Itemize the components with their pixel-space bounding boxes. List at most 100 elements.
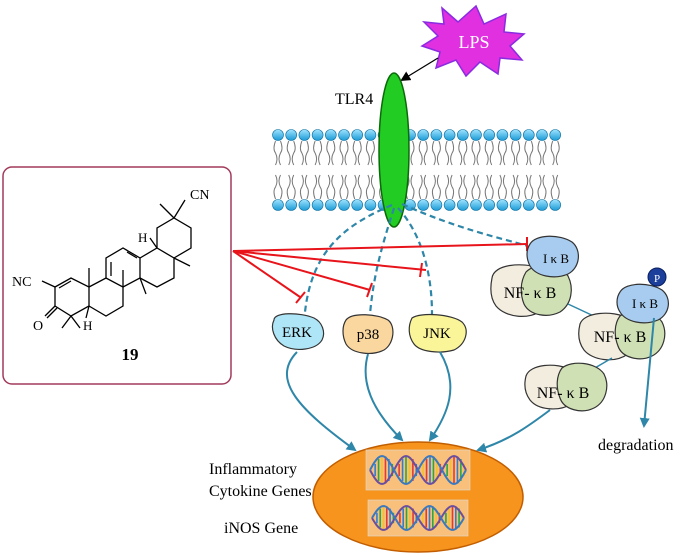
lipid-head	[285, 199, 298, 211]
lipid-tail	[313, 174, 318, 200]
p38-shape	[342, 314, 394, 354]
lipid-tail	[537, 174, 542, 200]
signal-to-erk	[303, 203, 393, 313]
lipid-tail	[299, 174, 304, 200]
lipid-tail	[476, 140, 481, 166]
dna-helix-cytokine	[365, 449, 471, 491]
lipid-tail	[344, 140, 349, 166]
lipid-tail	[418, 140, 423, 166]
lipid-tail	[524, 174, 529, 200]
lipid-head	[285, 129, 298, 141]
lipid-head	[272, 199, 284, 211]
jnk-to-nucleus-arrow	[428, 351, 452, 442]
lipid-tail	[357, 174, 362, 200]
lipid-tail	[273, 140, 278, 166]
inhibit-ikb	[232, 243, 528, 252]
inhibit-erk	[232, 250, 301, 298]
kinase-erk: ERK	[271, 313, 325, 350]
lps-label: LPS	[458, 32, 489, 52]
lipid-head	[351, 129, 364, 141]
lipid-head	[509, 199, 522, 211]
lipid-head	[298, 129, 311, 141]
nfkb-to-nucleus-arrow	[476, 409, 551, 453]
lipid-head	[311, 199, 324, 211]
lipid-tail	[436, 174, 441, 200]
nucleus	[312, 441, 524, 553]
lipid-tail	[463, 174, 468, 200]
lipid-tail	[299, 140, 304, 166]
phosphate-label: P	[654, 273, 660, 285]
lipid-tail	[489, 174, 494, 200]
lipid-tail	[511, 140, 516, 166]
gene-label-line2: Cytokine Genes	[209, 483, 312, 500]
lipid-tail	[502, 140, 507, 166]
lipid-tail	[423, 140, 428, 166]
lipid-head	[483, 199, 496, 211]
lipid-tail	[550, 174, 555, 200]
lipid-tail	[370, 140, 375, 166]
nfkb-2-label: NF- κ B	[594, 329, 647, 346]
lipid-tail	[291, 140, 296, 166]
lipid-tail	[326, 140, 331, 166]
lipid-head	[496, 199, 509, 211]
compound-hydrogen-lower: H	[83, 318, 92, 333]
lipid-tail	[497, 140, 502, 166]
inos-label: iNOS Gene	[224, 520, 298, 537]
lipid-tail	[339, 174, 344, 200]
lipid-tail	[431, 174, 436, 200]
lipid-tail	[352, 174, 357, 200]
lipid-tail	[529, 174, 534, 200]
lps-stimulus: LPS	[420, 4, 526, 78]
compound-nitrile-top: CN	[190, 188, 209, 203]
lipid-head	[443, 129, 456, 141]
lipid-tail	[471, 174, 476, 200]
jnk-shape	[408, 313, 467, 353]
inhibit-erk-bar	[295, 291, 306, 304]
jnk-label: JNK	[423, 326, 451, 342]
lipid-head	[536, 129, 548, 141]
lipid-tail	[278, 174, 283, 200]
erk-label: ERK	[282, 325, 312, 341]
cell-membrane	[272, 129, 562, 211]
inhibit-p38-bar	[366, 282, 373, 298]
lipid-tail	[463, 140, 468, 166]
compound-nitrile-left: NC	[12, 275, 31, 290]
lps-starburst-shape	[420, 4, 526, 78]
lipid-head	[470, 199, 482, 211]
kinase-p38: p38	[342, 314, 394, 354]
lipid-tail	[313, 140, 318, 166]
lipid-tail	[489, 140, 494, 166]
lps-to-tlr4-arrow	[400, 57, 439, 82]
dna-backbone	[371, 505, 465, 531]
degradation-arrow	[639, 317, 655, 428]
inhibition-lines	[232, 237, 528, 304]
tlr4-receptor	[378, 72, 410, 228]
lipid-tail	[278, 140, 283, 166]
lipid-tail	[286, 174, 291, 200]
lipid-tail	[304, 174, 309, 200]
lipid-tail	[365, 140, 370, 166]
lipid-tail	[370, 174, 375, 200]
lipid-head	[470, 129, 482, 141]
lipid-tail	[418, 174, 423, 200]
lipid-head	[338, 129, 350, 141]
lipid-tail	[542, 174, 547, 200]
lipid-head	[351, 199, 364, 211]
compound-panel: CN NC O H H 19	[2, 166, 232, 385]
lipid-tail	[484, 140, 489, 166]
ikb-2-label: I κ B	[632, 296, 658, 311]
lipid-head	[522, 199, 535, 211]
nfkb-free: NF- κ B	[524, 362, 608, 412]
lipid-tail	[273, 174, 278, 200]
lipid-head	[483, 129, 496, 141]
lipid-tail	[555, 174, 560, 200]
degradation-label: degradation	[598, 437, 674, 454]
lipid-tail	[423, 174, 428, 200]
nfkb-complex-2: NF- κ B I κ B P	[578, 267, 669, 361]
lipid-tail	[555, 140, 560, 166]
dna-helix-inos	[367, 499, 469, 537]
lipid-tail	[537, 140, 542, 166]
p38-to-nucleus-arrow	[364, 353, 404, 442]
nfkb-complex-1: NF- κ B I κ B	[490, 235, 579, 317]
